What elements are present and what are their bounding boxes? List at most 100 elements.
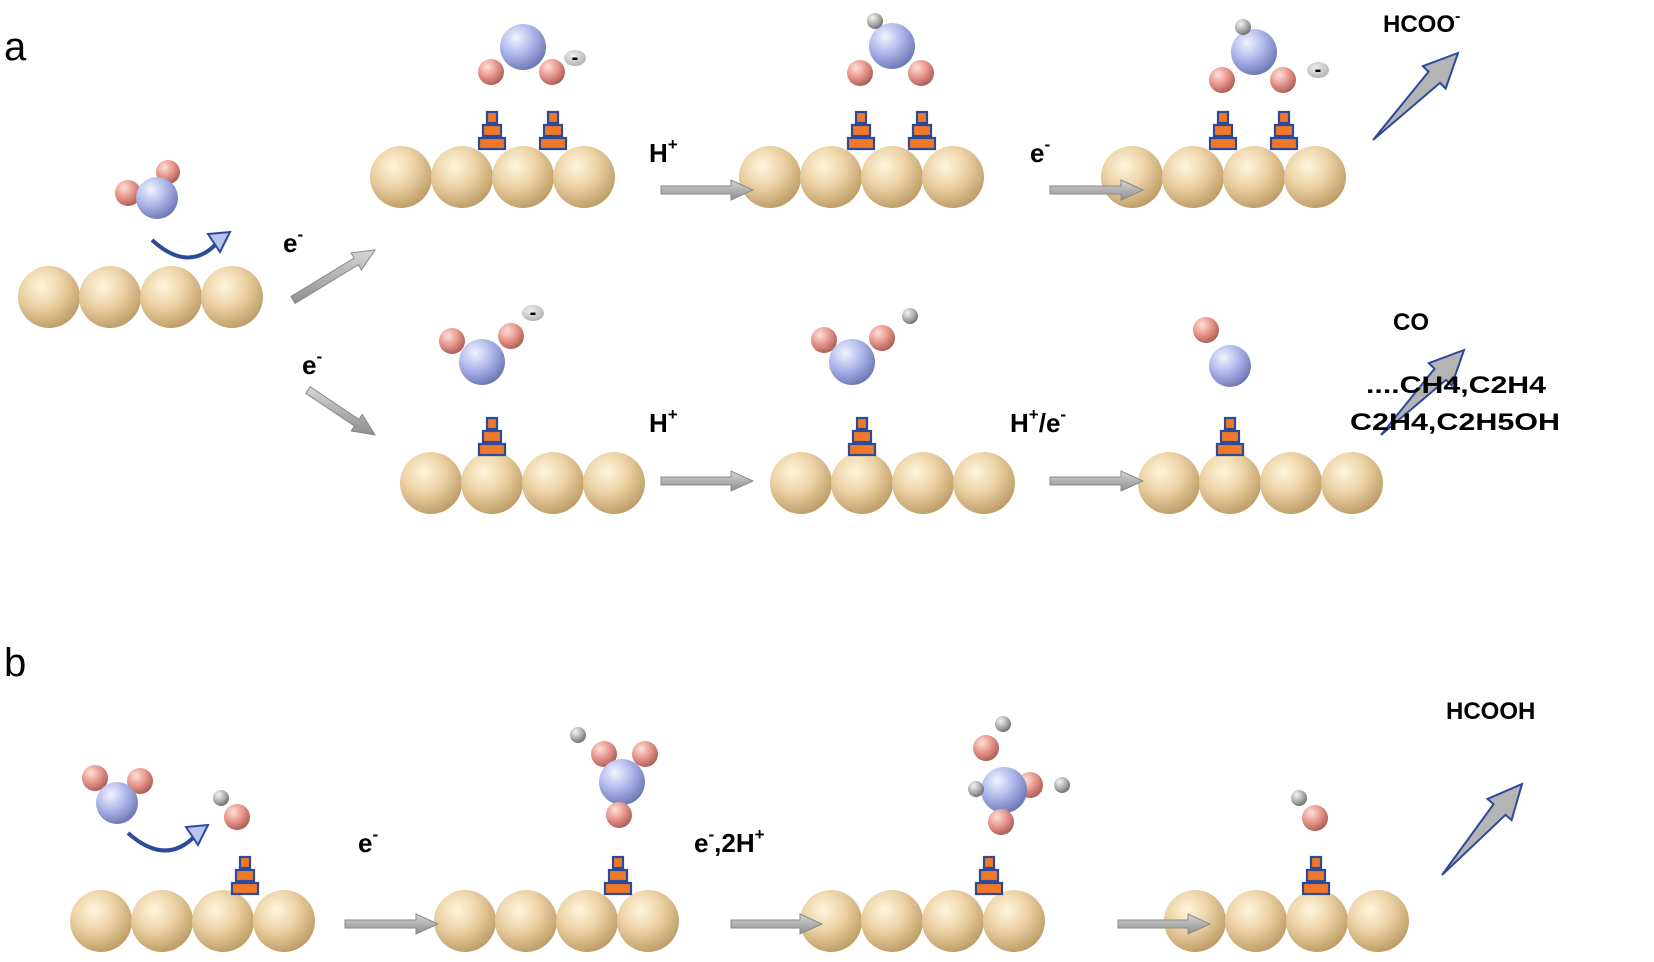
surface-atom — [953, 452, 1015, 514]
linker-bar — [1273, 123, 1295, 138]
hydrogen-atom — [570, 727, 586, 743]
oxygen-atom — [632, 741, 658, 767]
bottom-reaction-arrow-2 — [1049, 470, 1145, 492]
oxygen-atom — [1302, 805, 1328, 831]
top-reaction-arrow-1 — [660, 179, 755, 201]
surface-atom — [192, 890, 254, 952]
surface-atom — [201, 266, 263, 328]
linker-bar — [603, 881, 633, 896]
linker-bar — [607, 868, 629, 883]
b-step2-label: e-,2H+ — [694, 825, 765, 858]
linker-bar — [477, 442, 507, 457]
bottom-step1-label: e- — [302, 347, 322, 380]
branch-arrow-up — [290, 249, 377, 305]
b-reaction-arrow-3 — [1117, 913, 1212, 935]
oxygen-atom — [127, 768, 153, 794]
surface-atom — [495, 890, 557, 952]
b-product-arrow — [1441, 782, 1524, 876]
surface-atom — [1347, 890, 1409, 952]
surface-atom — [140, 266, 202, 328]
curved-adsorption-arrow-b — [126, 831, 198, 853]
curved-adsorption-arrow-head — [206, 230, 232, 254]
linker-bar — [234, 868, 256, 883]
surface-atom — [892, 452, 954, 514]
oxygen-atom — [1193, 317, 1219, 343]
linker-bar — [1269, 136, 1299, 151]
linker-bar — [485, 416, 499, 431]
bottom-product-arrow — [1380, 348, 1466, 436]
linker-bar — [855, 416, 869, 431]
surface-atom — [922, 146, 984, 208]
linker-bar — [485, 110, 499, 125]
linker-bar — [1208, 136, 1238, 151]
linker-bar — [1212, 123, 1234, 138]
linker-bar — [1219, 429, 1241, 444]
hydrogen-atom — [1054, 777, 1070, 793]
linker-bar — [230, 881, 260, 896]
branch-arrow-down — [305, 385, 377, 436]
b-reaction-arrow-2 — [730, 913, 824, 935]
oxygen-atom — [973, 735, 999, 761]
surface-atom — [434, 890, 496, 952]
linker-bar — [1223, 416, 1237, 431]
surface-atom — [861, 890, 923, 952]
hydrogen-atom — [1291, 790, 1307, 806]
oxygen-atom — [869, 325, 895, 351]
carbon-atom — [869, 23, 915, 69]
bottom-step3-label: H+/e- — [1010, 405, 1066, 438]
surface-atom — [1284, 146, 1346, 208]
hydrogen-atom — [213, 790, 229, 806]
negative-charge-icon — [1307, 62, 1329, 78]
oxygen-atom — [988, 809, 1014, 835]
surface-atom — [1286, 890, 1348, 952]
oxygen-atom — [847, 60, 873, 86]
linker-bar — [481, 123, 503, 138]
linker-bar — [847, 442, 877, 457]
surface-atom — [1225, 890, 1287, 952]
oxygen-atom — [606, 802, 632, 828]
surface-atom — [131, 890, 193, 952]
linker-bar — [1215, 442, 1245, 457]
carbon-atom — [459, 339, 505, 385]
linker-bar — [851, 429, 873, 444]
surface-atom — [400, 452, 462, 514]
surface-atom — [1101, 146, 1163, 208]
linker-bar — [846, 136, 876, 151]
hydrogen-atom — [995, 716, 1011, 732]
carbon-atom — [599, 759, 645, 805]
linker-bar — [982, 855, 996, 870]
surface-atom — [1162, 146, 1224, 208]
carbon-atom — [500, 24, 546, 70]
panel-label-b: b — [4, 641, 26, 685]
carbon-atom — [136, 177, 178, 219]
oxygen-atom — [539, 59, 565, 85]
surface-atom — [522, 452, 584, 514]
surface-atom — [556, 890, 618, 952]
surface-atom — [253, 890, 315, 952]
surface-atom — [370, 146, 432, 208]
surface-atom — [1223, 146, 1285, 208]
surface-atom — [70, 890, 132, 952]
oxygen-atom — [439, 328, 465, 354]
negative-charge-icon — [522, 305, 544, 321]
top-reaction-arrow-2 — [1049, 179, 1145, 201]
carbon-atom — [1209, 345, 1251, 387]
oxygen-atom — [82, 765, 108, 791]
negative-charge-icon — [564, 50, 586, 66]
linker-bar — [538, 136, 568, 151]
carbon-atom — [829, 339, 875, 385]
linker-bar — [1309, 855, 1323, 870]
oxygen-atom — [1270, 67, 1296, 93]
surface-atom — [79, 266, 141, 328]
surface-atom — [583, 452, 645, 514]
surface-atom — [617, 890, 679, 952]
bottom-reaction-arrow-1 — [660, 470, 755, 492]
linker-bar — [915, 110, 929, 125]
top-product-hcoo: HCOO- — [1383, 8, 1460, 38]
oxygen-atom — [811, 327, 837, 353]
carbon-atom — [96, 782, 138, 824]
surface-atom — [1260, 452, 1322, 514]
surface-atom — [1321, 452, 1383, 514]
curved-adsorption-arrow — [150, 238, 220, 260]
